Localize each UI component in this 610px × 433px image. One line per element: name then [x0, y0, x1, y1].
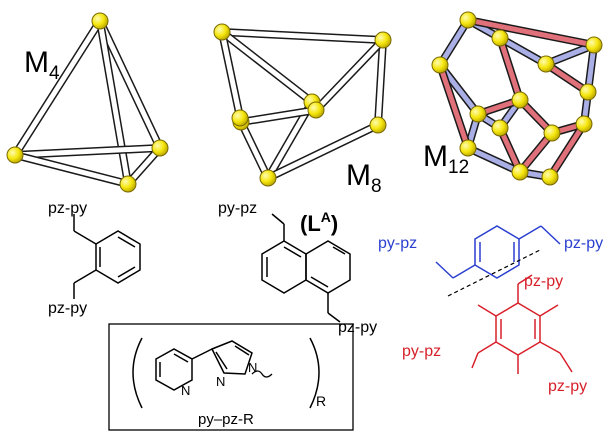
m8-cube	[213, 23, 392, 187]
m12-vertex	[431, 56, 449, 74]
m8-label: M8	[346, 159, 382, 197]
m8-edge	[219, 29, 244, 125]
m8-rods	[218, 28, 387, 182]
wavy-bond	[251, 370, 273, 378]
m12-vertex	[575, 115, 593, 133]
ortho-benzene-ring	[95, 230, 141, 284]
m4-tetrahedron	[6, 12, 169, 193]
m12-vertex	[579, 83, 597, 101]
m8-edge	[238, 119, 271, 181]
m12-vertex	[491, 119, 509, 137]
m12-edge-blue	[497, 35, 549, 67]
pyridine-ring	[155, 348, 193, 391]
m12-edge-red	[465, 17, 597, 48]
m8-edge	[219, 29, 386, 43]
m8-vertex	[307, 101, 325, 119]
naphthyl-left-ring	[261, 240, 307, 294]
m8-edge	[238, 107, 319, 125]
m12-vertex	[541, 168, 559, 186]
inset-left-paren	[132, 337, 143, 409]
m12-edge-blue	[465, 145, 523, 175]
m12-vertex	[491, 29, 509, 47]
inset-r-label: R	[316, 393, 326, 409]
para-right-label: pz-py	[564, 235, 603, 252]
m8-vertex	[369, 116, 387, 134]
m12-label: M12	[423, 140, 469, 178]
m8-edge	[375, 37, 386, 128]
naphthyl-ligand	[261, 213, 351, 323]
m12-vertex	[459, 139, 477, 157]
m12-edge-blue	[543, 42, 597, 67]
para-ligand	[435, 225, 561, 279]
m4-vertex	[6, 146, 24, 164]
m4-edge	[97, 18, 131, 187]
m12-edge-red	[547, 121, 587, 180]
durene-top-label: pz-py	[524, 273, 563, 290]
para-benzene-ring	[474, 225, 520, 279]
biaryl-bond	[191, 348, 213, 360]
m12-edge-blue	[437, 17, 471, 68]
m4-label: M4	[24, 46, 60, 84]
naphthyl-right-ring	[305, 240, 351, 294]
m8-edge	[313, 37, 386, 113]
m12-edge-red	[497, 35, 523, 103]
m12-cage	[431, 11, 603, 186]
m8-nodes	[213, 23, 392, 187]
m8-vertex	[231, 109, 249, 127]
m8-vertex	[213, 23, 231, 41]
m12-vertex	[585, 36, 603, 54]
ligand-la-name: (LA)	[300, 209, 338, 236]
m8-vertex	[374, 31, 392, 49]
m4-edge	[12, 152, 131, 187]
pyrazole-ring	[210, 340, 253, 375]
m12-vertex	[537, 55, 555, 73]
m8-edge	[219, 29, 315, 105]
pyridine-n-label: N	[181, 383, 190, 398]
dashed-divider	[447, 249, 541, 297]
m12-vertex	[511, 91, 529, 109]
m8-vertex	[259, 169, 277, 187]
m8-edge	[265, 122, 381, 181]
ortho-bottom-label: pz-py	[48, 300, 87, 317]
durene-left-label: py-pz	[402, 343, 441, 360]
m4-edge	[12, 18, 103, 158]
m12-nodes	[431, 11, 603, 186]
inset-box	[108, 323, 354, 431]
ortho-ligand	[73, 214, 141, 299]
pyrazole-n2-label: N	[216, 374, 225, 389]
m4-vertex	[151, 139, 169, 157]
m4-edge	[97, 18, 163, 151]
m12-vertex	[459, 11, 477, 29]
para-left-label: py-pz	[378, 235, 417, 252]
m12-edge-red	[437, 62, 471, 151]
m4-nodes	[6, 12, 169, 193]
naphthyl-top-label: py-pz	[218, 200, 257, 217]
m12-vertex	[511, 163, 529, 181]
durene-ligand	[471, 274, 573, 374]
m12-vertex	[543, 124, 561, 142]
pyrazole-n1-label: N	[248, 360, 257, 375]
ortho-top-label: pz-py	[48, 200, 87, 217]
inset-right-paren	[309, 337, 320, 409]
m12-vertex	[469, 105, 487, 123]
inset-caption: py–pz-R	[198, 411, 254, 428]
m4-edge	[12, 145, 163, 158]
naphthyl-bottom-label: pz-py	[338, 319, 377, 336]
durene-benzene-ring	[495, 302, 541, 356]
m4-vertex	[119, 175, 137, 193]
m4-vertex	[91, 12, 109, 30]
durene-right-label: pz-py	[548, 378, 587, 395]
